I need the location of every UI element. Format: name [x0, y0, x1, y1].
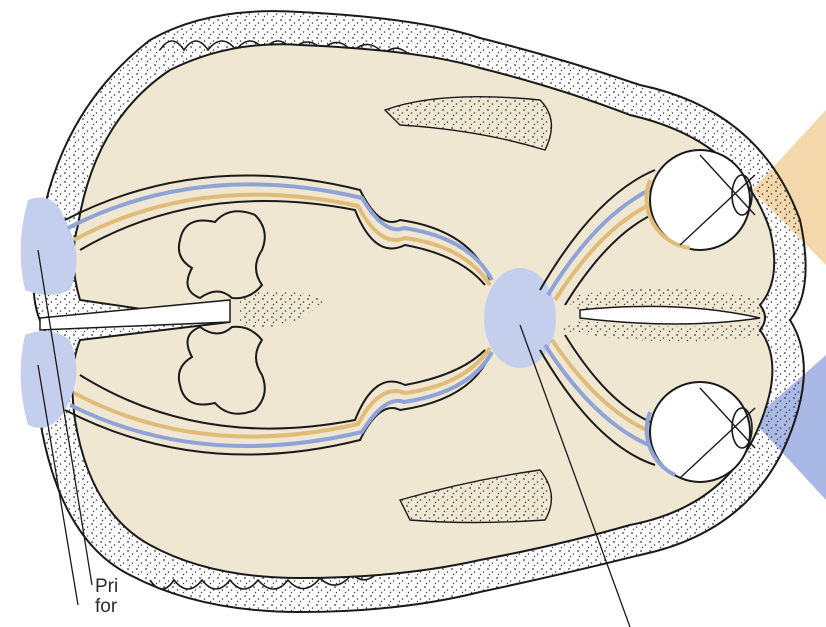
primary-cortex-label-line2: for: [95, 596, 118, 617]
lower-lateral-ventricle: [179, 327, 265, 414]
primary-cortex-label-line1: Pri: [95, 576, 118, 597]
upper-lateral-ventricle: [179, 211, 265, 298]
